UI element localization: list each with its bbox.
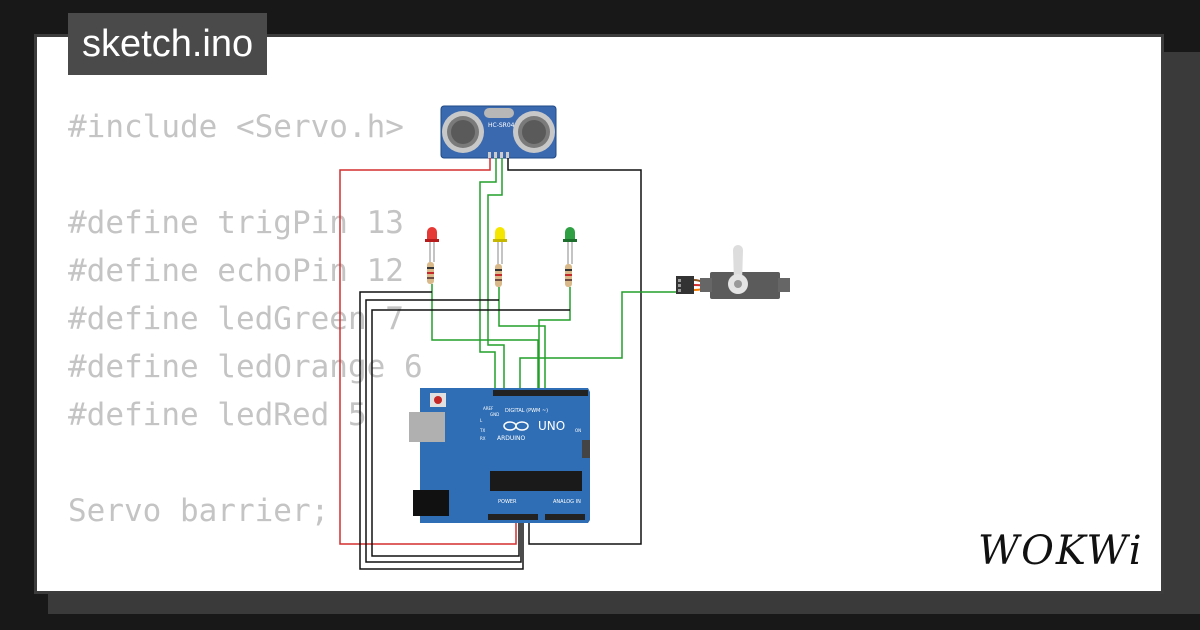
power-label: POWER bbox=[498, 499, 517, 505]
led-l-label: L bbox=[480, 418, 483, 423]
wire-gnd-1 bbox=[359, 291, 524, 570]
arduino-uno-board[interactable]: DIGITAL (PWM ~) AREF GND L TX RX ON UNO … bbox=[409, 388, 590, 523]
file-title: sketch.ino bbox=[68, 13, 268, 75]
wokwi-logo: WOKWi bbox=[978, 528, 1144, 574]
wire-gnd-3 bbox=[371, 309, 570, 557]
led-red[interactable] bbox=[425, 227, 439, 284]
code-line: #define echoPin 12 bbox=[68, 253, 404, 289]
analog-label: ANALOG IN bbox=[553, 499, 581, 505]
wires bbox=[339, 158, 678, 570]
led-rx-label: RX bbox=[480, 436, 486, 441]
wire-echo bbox=[487, 158, 505, 390]
code-line: #define trigPin 13 bbox=[68, 205, 404, 241]
led-tx-label: TX bbox=[479, 428, 485, 433]
ultrasonic-sensor[interactable]: HC-SR04 bbox=[440, 105, 557, 159]
gnd-label: GND bbox=[490, 412, 499, 417]
aref-label: AREF bbox=[483, 406, 494, 411]
led-yellow[interactable] bbox=[493, 227, 507, 287]
wire-trig bbox=[479, 158, 497, 390]
code-line: Servo barrier; bbox=[68, 493, 330, 529]
digital-header-label: DIGITAL (PWM ~) bbox=[505, 408, 548, 414]
wire-sensor-gnd bbox=[507, 158, 642, 545]
code-line: #include <Servo.h> bbox=[68, 109, 404, 145]
wire-vcc bbox=[339, 158, 517, 545]
uno-label: UNO bbox=[538, 419, 565, 433]
led-green[interactable] bbox=[563, 227, 577, 287]
code-preview: #include <Servo.h> #define trigPin 13 #def… bbox=[68, 103, 423, 591]
preview-card: #include <Servo.h> #define trigPin 13 #def… bbox=[34, 34, 1164, 594]
wire-servo-signal bbox=[519, 291, 678, 390]
arduino-brand: ARDUINO bbox=[497, 435, 526, 442]
code-line: void setup() { bbox=[68, 583, 423, 591]
code-line: #define ledOrange 6 bbox=[68, 349, 423, 385]
on-label: ON bbox=[575, 428, 581, 433]
sensor-label: HC-SR04 bbox=[488, 122, 515, 129]
wire-led-green bbox=[538, 287, 571, 390]
wire-led-red bbox=[431, 284, 539, 390]
wire-gnd-2 bbox=[365, 299, 522, 563]
servo-motor[interactable] bbox=[676, 245, 790, 299]
code-line: #define ledRed 5 bbox=[68, 397, 367, 433]
